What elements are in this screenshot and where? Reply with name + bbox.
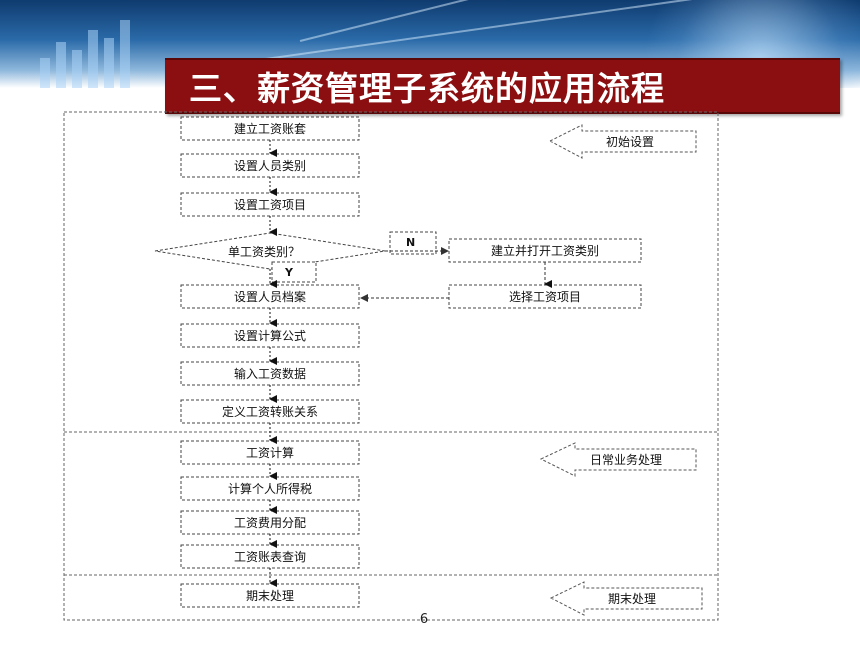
flow-step-label: 工资计算 xyxy=(246,445,294,460)
branch-yes-text: Y xyxy=(284,266,294,279)
flow-step: 输入工资数据 xyxy=(180,361,360,386)
flow-step: 工资计算 xyxy=(180,440,360,465)
flow-step: 工资账表查询 xyxy=(180,544,360,569)
page-title: 三、薪资管理子系统的应用流程 xyxy=(189,69,665,108)
flow-step: 工资费用分配 xyxy=(180,510,360,535)
flow-step: 建立工资账套 xyxy=(180,116,360,141)
flow-step-label: 设置人员档案 xyxy=(234,289,306,304)
branch-no-label: N xyxy=(389,231,437,255)
phase-callout: 日常业务处理 xyxy=(539,442,697,477)
side-step-label: 选择工资项目 xyxy=(509,290,581,304)
phase-label: 期末处理 xyxy=(608,592,656,606)
side-step: 选择工资项目 xyxy=(448,284,642,309)
phase-callout: 初始设置 xyxy=(548,124,697,159)
flow-step: 设置人员档案 xyxy=(180,284,360,309)
phase-label: 初始设置 xyxy=(606,135,654,149)
branch-yes-label: Y xyxy=(271,261,317,283)
flow-step: 设置人员类别 xyxy=(180,153,360,178)
flow-step-label: 设置计算公式 xyxy=(234,328,306,343)
phase-label: 日常业务处理 xyxy=(590,452,662,467)
page-number: 6 xyxy=(419,612,429,627)
decision-label: 单工资类别？ xyxy=(228,245,300,259)
flow-step-label: 建立工资账套 xyxy=(234,121,306,136)
flow-step-label: 定义工资转账关系 xyxy=(222,404,318,419)
flow-step: 设置工资项目 xyxy=(180,192,360,217)
flow-step-label: 设置人员类别 xyxy=(234,159,306,173)
flow-step: 定义工资转账关系 xyxy=(180,399,360,424)
flow-step-label: 设置工资项目 xyxy=(234,198,306,212)
flow-step-label: 工资费用分配 xyxy=(234,516,306,530)
flow-step-label: 期末处理 xyxy=(246,589,294,603)
side-step: 建立并打开工资类别 xyxy=(448,238,642,263)
title-banner: 三、薪资管理子系统的应用流程 xyxy=(165,58,840,114)
phase-frame xyxy=(63,111,719,621)
flow-step-label: 工资账表查询 xyxy=(234,550,306,564)
flow-step: 计算个人所得税 xyxy=(180,476,360,501)
flow-step: 设置计算公式 xyxy=(180,323,360,348)
flow-step-label: 输入工资数据 xyxy=(234,366,306,381)
branch-no-text: N xyxy=(406,236,415,249)
side-step-label: 建立并打开工资类别 xyxy=(491,243,599,258)
branch-arrows xyxy=(360,247,552,302)
flow-step: 期末处理 xyxy=(180,583,360,608)
flow-step-label: 计算个人所得税 xyxy=(228,481,312,496)
phase-callout: 期末处理 xyxy=(549,581,703,616)
decision-diamond: 单工资类别？ xyxy=(154,232,386,270)
